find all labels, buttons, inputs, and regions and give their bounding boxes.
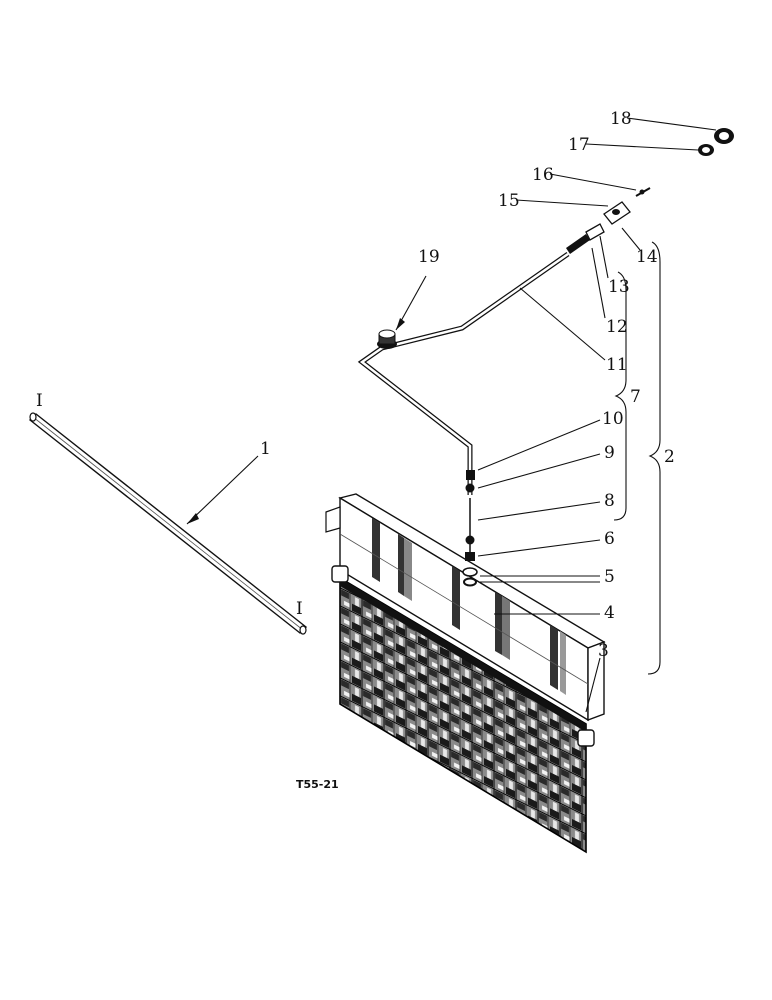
callout-8: 8 [604,491,615,511]
callout-1-end-mark: I [296,599,303,619]
callout-12: 12 [606,317,628,337]
callout-labels: 1 I I 2 3 4 5 6 7 8 9 10 11 12 13 14 15 … [36,109,675,791]
screen-panel-part-3 [331,565,595,854]
drawing-code: T55-21 [296,778,339,791]
control-cable-assembly [357,251,570,587]
callout-15: 15 [498,191,520,211]
callout-17: 17 [568,135,590,155]
leader-lines [186,117,717,713]
callout-19: 19 [418,247,440,267]
callout-3: 3 [598,641,609,661]
callout-6: 6 [604,529,615,549]
callout-4: 4 [604,603,615,623]
callout-14: 14 [636,247,658,267]
callout-18: 18 [610,109,632,129]
callout-1-end-mark: I [36,391,43,411]
callout-7: 7 [630,387,641,407]
callout-10: 10 [602,409,624,429]
callout-13: 13 [608,277,630,297]
callout-11: 11 [606,355,628,375]
callout-1: 1 [260,439,271,459]
callout-5: 5 [604,567,615,587]
callout-16: 16 [532,165,554,185]
callout-2: 2 [664,447,675,467]
callout-9: 9 [604,443,615,463]
cable-end-fittings [566,128,734,254]
clip-part-19 [377,329,397,349]
rod-part-1 [28,412,308,635]
